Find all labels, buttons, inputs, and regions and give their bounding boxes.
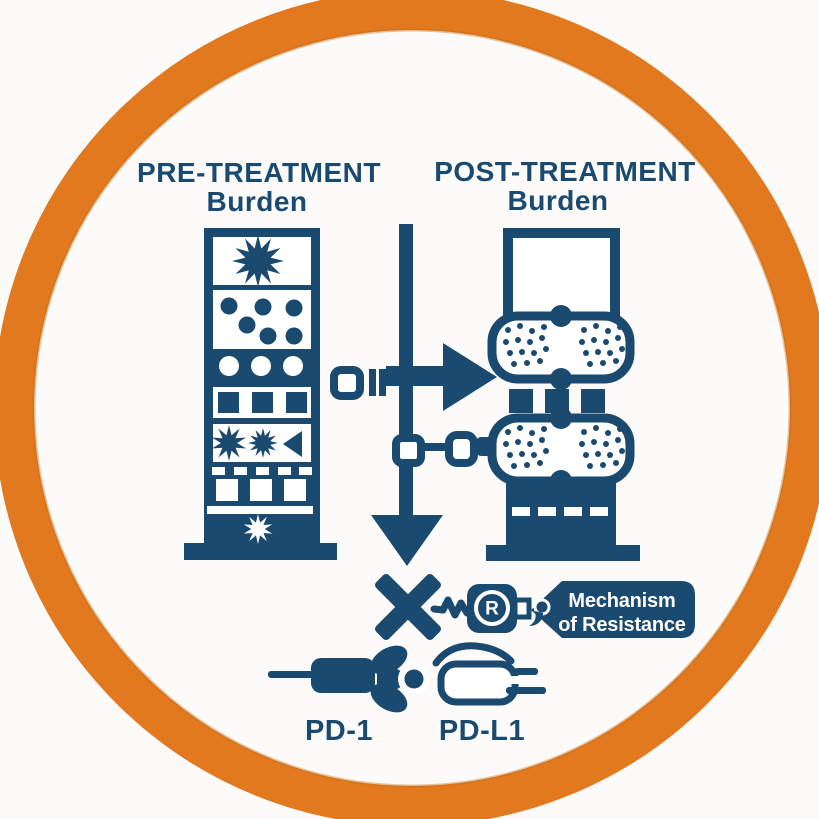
column-base (486, 545, 640, 561)
mechanism-tag-line2: of Resistance (558, 614, 686, 636)
pd1-receptor-icon (268, 645, 430, 713)
tumor-cell-dots-icon (220, 297, 303, 345)
post-treatment-title-line2: Burden (508, 185, 609, 216)
mechanism-tag-line1: Mechanism (568, 590, 675, 612)
pre-treatment-title-line1: PRE-TREATMENT (137, 157, 381, 188)
post-treatment-title: POST-TREATMENT Burden (434, 156, 696, 216)
resistance-cluster: R Mechanism of Resistance (375, 574, 695, 640)
mechanism-tag-icon (531, 581, 695, 638)
triangle-left-icon (283, 431, 302, 457)
column-base (184, 543, 337, 560)
treated-lesion-icon (492, 305, 630, 390)
dashes-and-squares-band-icon (212, 467, 312, 501)
square-lesions-row-icon (218, 392, 307, 413)
treated-lesion-icon (492, 407, 630, 492)
tag-comma-icon (529, 598, 551, 626)
pdl1-ligand-icon (432, 642, 546, 706)
timeline-down-arrow-icon (371, 515, 443, 566)
treatment-timeline (330, 224, 497, 566)
orange-ring-inner-shadow (32, 28, 792, 788)
link-nodes-icon (392, 431, 493, 467)
post-treatment-title-line1: POST-TREATMENT (434, 156, 696, 187)
pd1-pdl1-binding: PD-1 PD-L1 (268, 642, 546, 747)
blocked-cross-icon (375, 574, 441, 640)
registered-mark-badge-icon: R (467, 584, 532, 633)
pre-treatment-title-line2: Burden (207, 186, 308, 217)
registered-mark-letter: R (485, 599, 499, 620)
posttreatment-tumor-column-icon (486, 228, 640, 561)
dashes-band-icon (512, 507, 608, 516)
pd1-label: PD-1 (305, 715, 373, 747)
pre-treatment-title: PRE-TREATMENT Burden (137, 157, 381, 217)
pdl1-label: PD-L1 (439, 715, 525, 747)
pretreatment-tumor-column-icon (184, 228, 337, 560)
treatment-arrow-icon (443, 343, 497, 411)
drug-connector-icon (330, 366, 386, 400)
white-circles-band-icon (219, 356, 303, 376)
